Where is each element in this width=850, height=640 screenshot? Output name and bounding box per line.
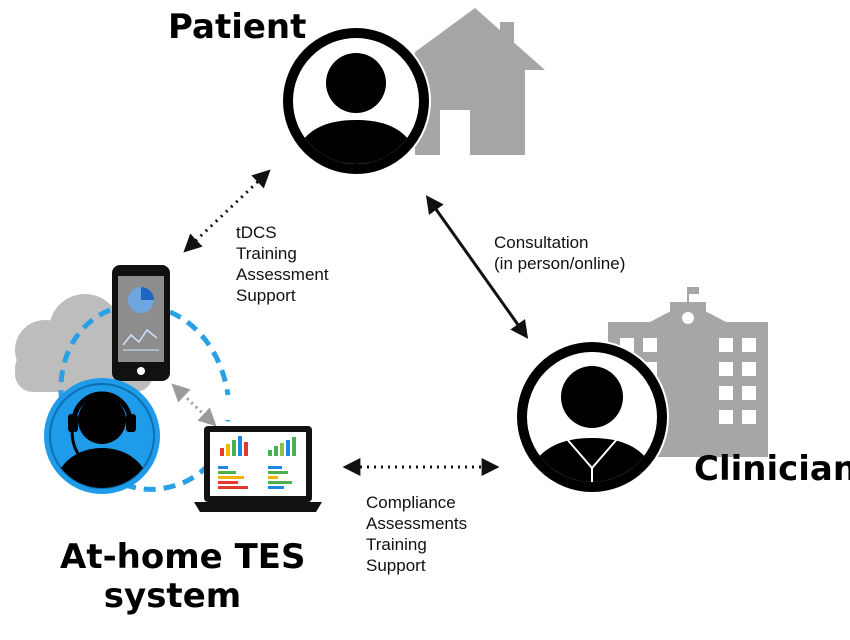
service-item: Assessments [366,514,468,533]
house-icon [415,8,545,155]
service-item: Compliance [366,493,456,512]
patient-clinician-arrow [425,195,529,339]
service-item: Training [366,535,427,554]
service-item: Support [366,556,426,575]
patient-label: Patient [168,7,307,47]
clinician-avatar-icon [515,340,669,494]
headset-avatar-icon [44,378,160,494]
consultation-mode: (in person/online) [494,254,626,273]
service-item: Training [236,244,297,263]
service-item: Support [236,286,296,305]
consultation-label: Consultation [494,233,589,252]
tes-system-label-line1: At-home TES [60,537,306,577]
tes-system-label-line2: system [103,576,242,617]
tes-clinician-services: Compliance Assessments Training Support [366,492,467,576]
service-item: tDCS [236,223,277,242]
patient-tes-arrow [183,169,271,253]
patient-avatar-icon [281,26,431,176]
tes-system-label: At-home TES system [60,537,306,617]
patient-clinician-consultation: Consultation (in person/online) [494,232,625,274]
clinician-label: Clinician [694,449,850,489]
phone-laptop-sync-arrow [171,383,217,427]
smartphone-icon [112,265,170,381]
service-item: Assessment [236,265,329,284]
patient-tes-services: tDCS Training Assessment Support [236,222,329,306]
laptop-icon [194,426,322,512]
